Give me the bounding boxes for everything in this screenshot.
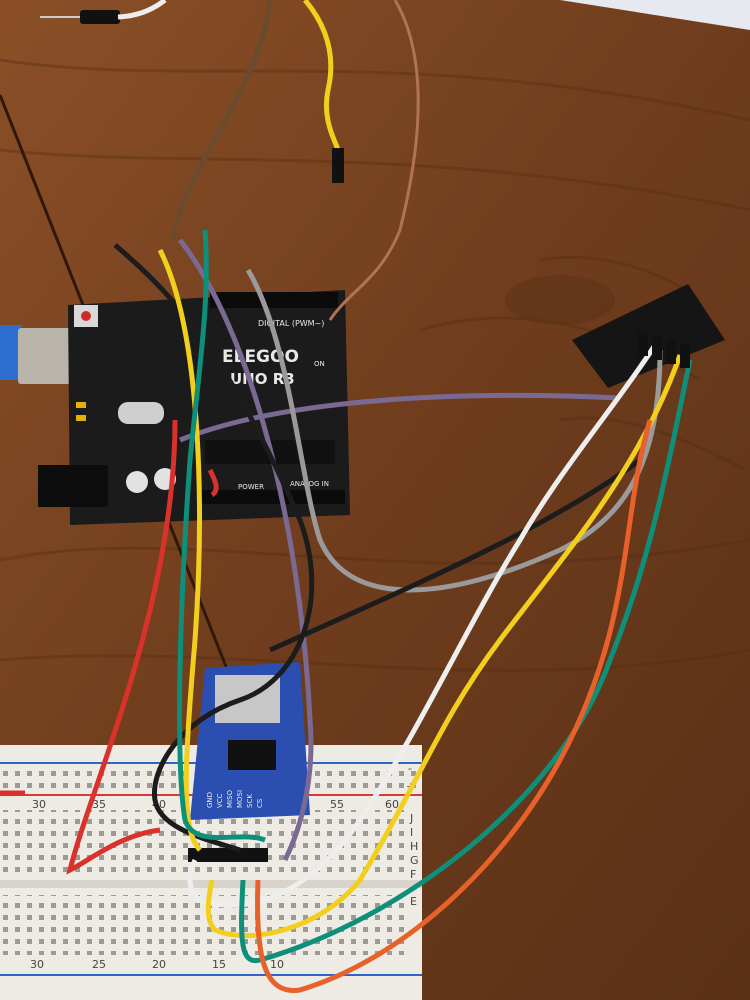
yellow-wire-top — [303, 0, 341, 151]
purple-wire — [178, 238, 621, 862]
sd-label-gnd: GND — [206, 792, 214, 808]
bb-rail-minus: - — [408, 762, 412, 775]
sd-pin-labels: GND VCC MISO MOSI SCK CS — [206, 789, 264, 808]
sd-label-sck: SCK — [246, 794, 254, 808]
bb-bottom-20: 20 — [152, 958, 166, 971]
bb-col-55: 55 — [330, 798, 344, 811]
yellow-pin — [332, 148, 344, 183]
sd-label-vcc: VCC — [216, 793, 224, 808]
sd-card-module: GND VCC MISO MOSI SCK CS — [188, 662, 310, 862]
bb-row-F: F — [410, 868, 416, 881]
sd-label-cs: CS — [256, 798, 264, 808]
board-header-digital: DIGITAL (PWM~) — [258, 319, 324, 328]
black-wire — [113, 243, 642, 853]
jumper-pin-top-left — [40, 0, 167, 24]
wood-knot — [505, 275, 615, 325]
brown-wire — [169, 0, 273, 241]
board-header-analog: ANALOG IN — [290, 480, 329, 488]
white-object — [560, 0, 750, 30]
led-2 — [76, 415, 86, 421]
sd-label-mosi: MOSI — [236, 790, 244, 808]
led-1 — [76, 402, 86, 408]
sd-label-miso: MISO — [226, 789, 234, 808]
bb-bottom-30: 30 — [30, 958, 44, 971]
red-wire — [66, 419, 219, 875]
sd-header-pins — [188, 848, 268, 862]
bb-row-I: I — [410, 826, 413, 839]
white-wire — [187, 343, 658, 908]
breadboard-bottom-numbers: 30 25 20 15 10 — [30, 958, 284, 971]
teal-wire — [177, 229, 693, 964]
sd-ic — [228, 740, 276, 770]
yellow-wire — [157, 248, 683, 938]
power-jack — [38, 465, 108, 507]
bb-col-60: 60 — [385, 798, 399, 811]
copper-wire — [328, 0, 420, 321]
female-connector — [572, 284, 725, 388]
bb-row-H: H — [410, 840, 418, 853]
breadboard-row-letters: J I H G F E — [409, 812, 419, 908]
header-digital-pins — [210, 292, 338, 308]
bb-bottom-25: 25 — [92, 958, 106, 971]
board-brand: ELEGOO — [222, 347, 299, 367]
orange-wire — [255, 419, 653, 993]
bb-bottom-10: 10 — [270, 958, 284, 971]
board-header-power: POWER — [238, 483, 264, 491]
board-led-on: ON — [314, 360, 325, 368]
bb-bottom-15: 15 — [212, 958, 226, 971]
header-power-analog-pins — [200, 490, 345, 504]
bb-row-E: E — [410, 895, 417, 908]
connector-pin-ends — [638, 332, 690, 368]
bb-row-G: G — [410, 854, 419, 867]
bb-col-30: 30 — [32, 798, 46, 811]
bb-col-35: 35 — [92, 798, 106, 811]
crystal — [118, 402, 164, 424]
bb-row-J: J — [409, 812, 413, 825]
capacitor-1 — [126, 471, 148, 493]
